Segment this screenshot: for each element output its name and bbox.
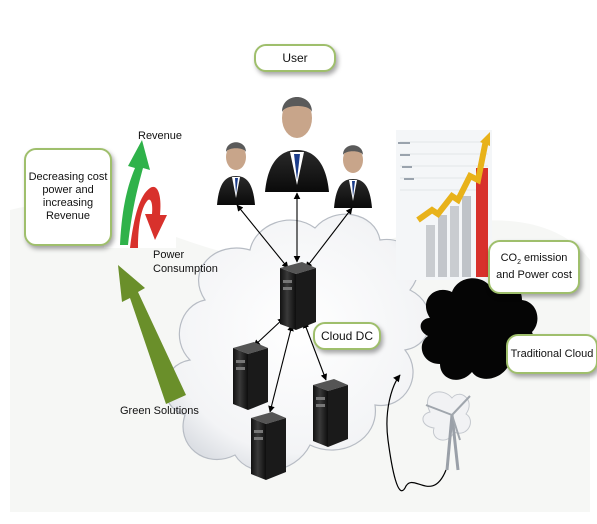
power-consumption-label: Power Consumption <box>153 249 218 275</box>
user-icon <box>334 145 372 208</box>
wind-turbine-icon <box>422 391 471 471</box>
server-icon <box>280 262 316 330</box>
user-icon <box>265 97 329 192</box>
server-icon <box>251 412 286 480</box>
cloud-dc-label: Cloud DC <box>320 328 374 343</box>
cloud-dc-box: Cloud DC <box>313 322 381 350</box>
user-label-box: User <box>254 44 336 72</box>
traditional-cloud-box: Traditional Cloud <box>506 334 597 374</box>
user-label: User <box>282 50 308 65</box>
green-solutions-label: Green Solutions <box>120 405 199 417</box>
decreasing-cost-box: Decreasing cost power and increasing Rev… <box>24 148 112 246</box>
growth-chart-icon <box>396 130 492 280</box>
user-icon <box>217 142 255 205</box>
co2-emission-label: CO2 emission and Power cost <box>496 251 572 282</box>
co2-emission-box: CO2 emission and Power cost <box>488 240 580 294</box>
decreasing-cost-label: Decreasing cost power and increasing Rev… <box>28 171 108 222</box>
revenue-label: Revenue <box>138 130 183 142</box>
server-icon <box>313 379 348 447</box>
server-icon <box>233 342 268 410</box>
traditional-cloud-label: Traditional Cloud <box>510 347 594 360</box>
turbine-connector-line <box>386 374 447 492</box>
green-solutions-arrow <box>118 265 186 404</box>
revenue-arrow-icon <box>104 140 176 248</box>
